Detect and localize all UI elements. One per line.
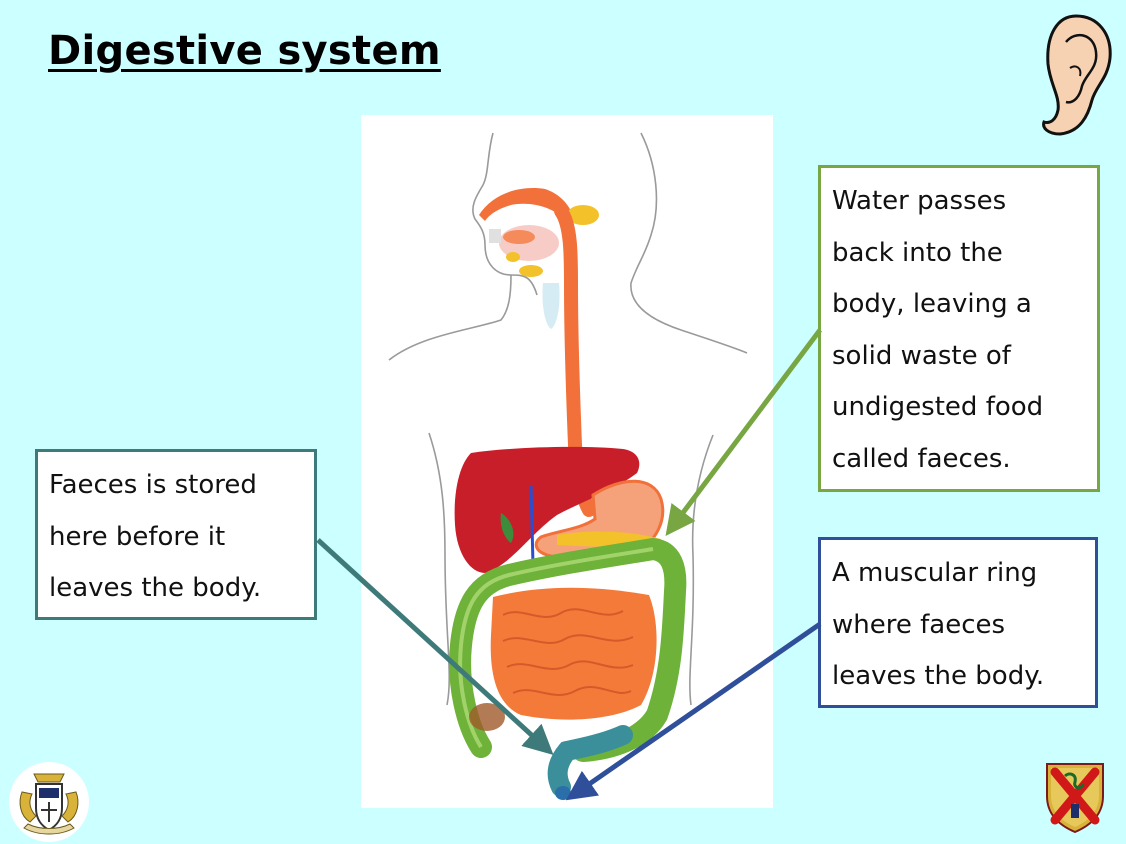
callout-water-line: body, leaving a <box>832 289 1032 319</box>
callout-rectum-line: Faeces is stored <box>49 470 257 500</box>
callout-water-line: back into the <box>832 237 1003 268</box>
small-intestine <box>490 587 657 720</box>
shield-crest-icon <box>1046 763 1104 834</box>
tongue <box>503 230 535 244</box>
back-of-head <box>630 132 748 354</box>
callout-anus-line: leaves the body. <box>832 661 1045 691</box>
anus <box>555 786 571 800</box>
windpipe <box>542 283 560 329</box>
callout-rectum-line: here before it <box>49 521 226 552</box>
callout-water-line: undigested food <box>832 392 1044 422</box>
callout-water: Water passes back into the body, leaving… <box>818 165 1100 492</box>
callout-water-line: Water passes <box>832 186 1007 216</box>
callout-water-line: solid waste of <box>832 340 1011 371</box>
torso-left <box>428 432 451 706</box>
mouth-region <box>479 188 599 329</box>
appendix <box>469 703 505 731</box>
teeth <box>489 229 501 243</box>
digestive-diagram <box>361 115 773 808</box>
callout-anus-line: where faeces <box>832 609 1006 640</box>
neck-left <box>388 274 512 361</box>
salivary-gland-top <box>567 205 599 225</box>
head-outline <box>472 132 538 296</box>
callout-water-line: called faeces. <box>832 443 1011 474</box>
callout-rectum-line: leaves the body. <box>49 573 262 603</box>
gall-bladder <box>500 513 514 543</box>
palate <box>479 188 573 221</box>
callout-anus-line: A muscular ring <box>832 558 1038 588</box>
digestive-diagram-svg <box>388 132 748 800</box>
bile-duct <box>529 484 535 566</box>
school-crest-icon <box>9 762 89 842</box>
salivary-gland-lower <box>519 265 543 277</box>
torso-right <box>689 434 714 706</box>
slide-title: Digestive system <box>48 28 441 74</box>
callout-anus: A muscular ring where faeces leaves the … <box>818 537 1098 708</box>
callout-rectum: Faeces is stored here before it leaves t… <box>35 449 317 620</box>
salivary-gland-small <box>506 252 520 262</box>
ear-icon <box>1042 14 1112 136</box>
